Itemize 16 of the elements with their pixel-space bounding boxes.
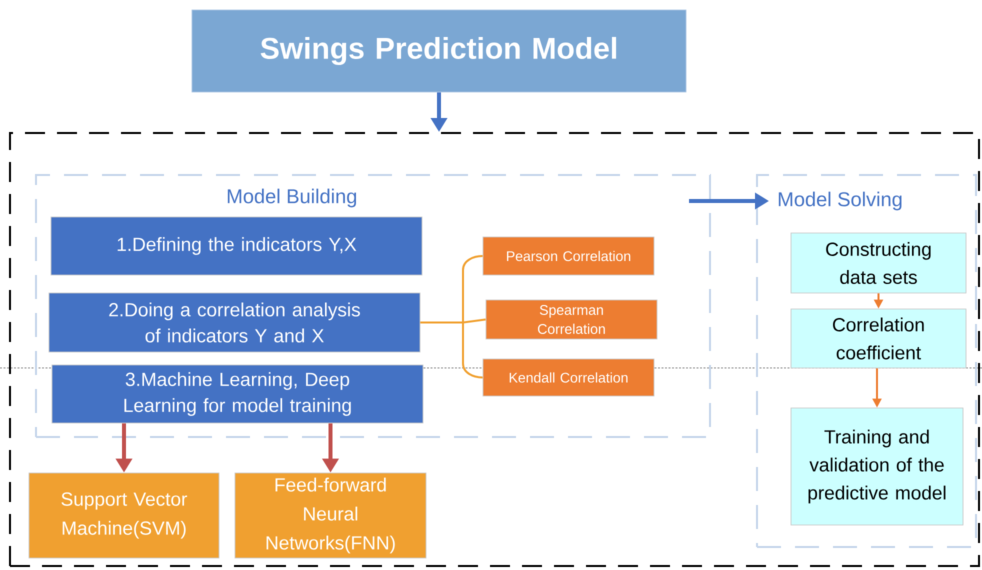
method-box: Spearman Correlation [486,300,658,340]
method-box: Pearson Correlation [482,236,654,276]
section-heading: Model Building [228,188,356,208]
step-box: Constructing data sets [790,232,966,294]
method-box: Kendall Correlation [482,358,654,396]
brace-line [420,322,483,378]
process-box: 3.Machine Learning, Deep Learning for model training [52,364,424,424]
dashed-frame [9,132,980,567]
step-box: Training and validation of the predictive model [790,408,964,526]
process-box: 2.Doing a correlation analysis of indicators Y and X [48,292,420,352]
model-box: Feed-forward Neural Networks(FNN) [234,472,426,558]
model-box: Support Vector Machine(SVM) [28,472,220,558]
title-box: Swings Prediction Model [192,10,686,92]
process-box: 1.Defining the indicators Y,X [50,216,422,276]
step-box: Correlation coefficient [790,308,966,368]
section-heading: Model Solving [778,192,902,210]
